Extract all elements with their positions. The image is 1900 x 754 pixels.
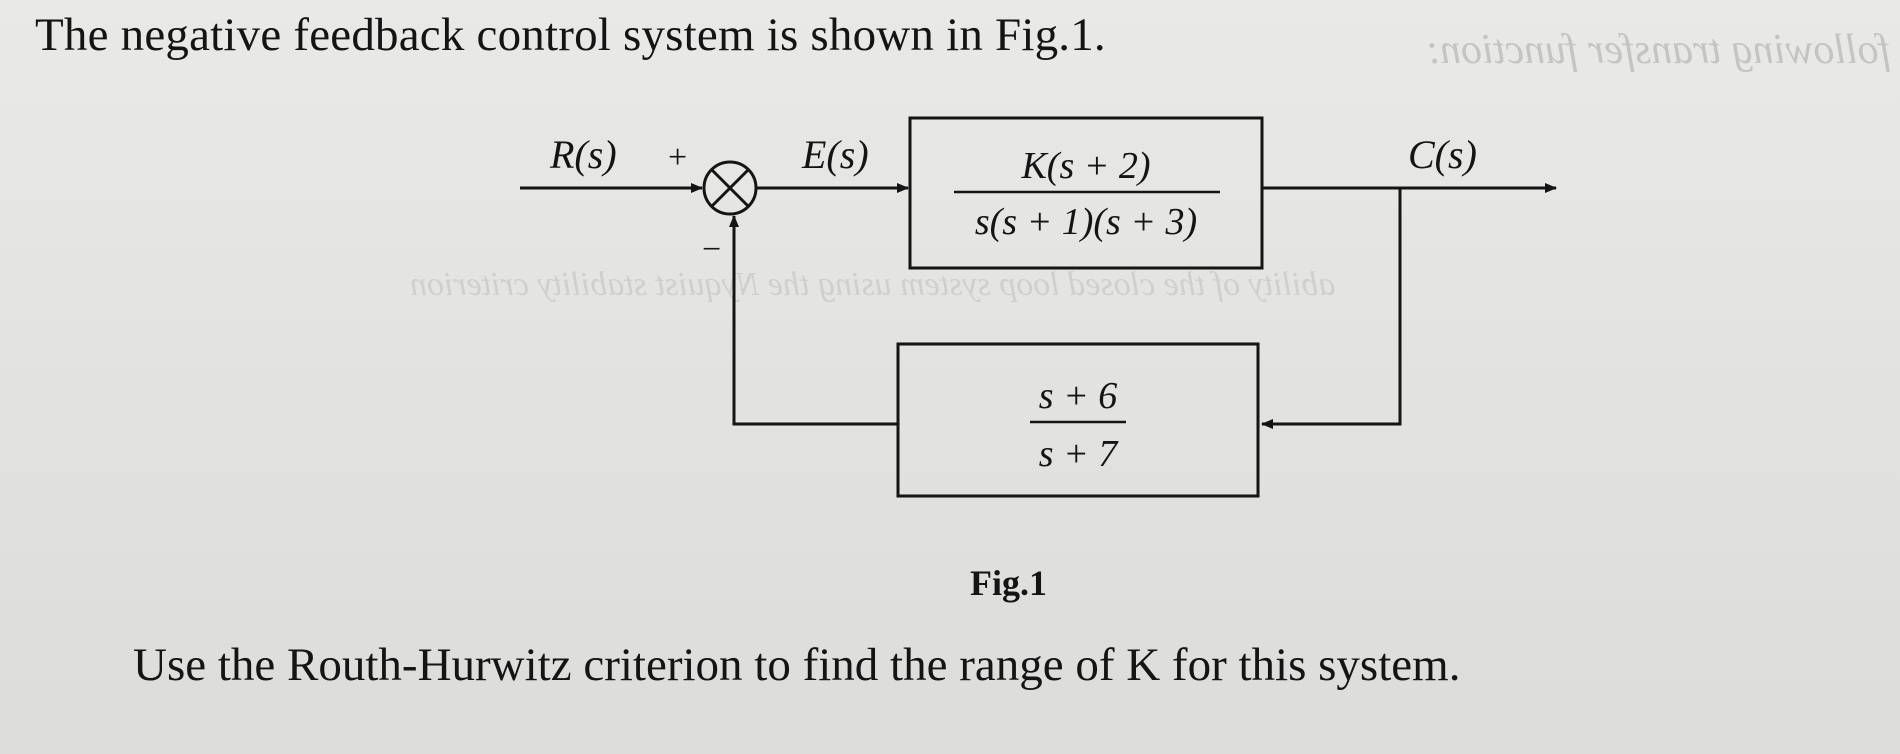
feedback-denominator: s + 7 [1039,433,1119,475]
plus-sign: + [668,139,687,176]
input-label: R(s) [549,132,617,177]
minus-sign: − [702,231,721,268]
feedback-return-line [729,215,898,426]
problem-intro: The negative feedback control system is … [35,9,1106,61]
feedback-numerator: s + 6 [1039,375,1117,417]
forward-block [908,116,1264,270]
output-label: C(s) [1408,132,1477,177]
figure-caption: Fig.1 [970,563,1047,603]
summing-junction [702,160,758,216]
forward-denominator: s(s + 1)(s + 3) [975,201,1197,243]
feedback-block [896,342,1260,498]
feedback-pickoff-line [1261,188,1402,429]
problem-question: Use the Routh-Hurwitz criterion to find … [133,639,1461,691]
forward-numerator: K(s + 2) [1020,145,1150,187]
error-label: E(s) [801,132,869,177]
